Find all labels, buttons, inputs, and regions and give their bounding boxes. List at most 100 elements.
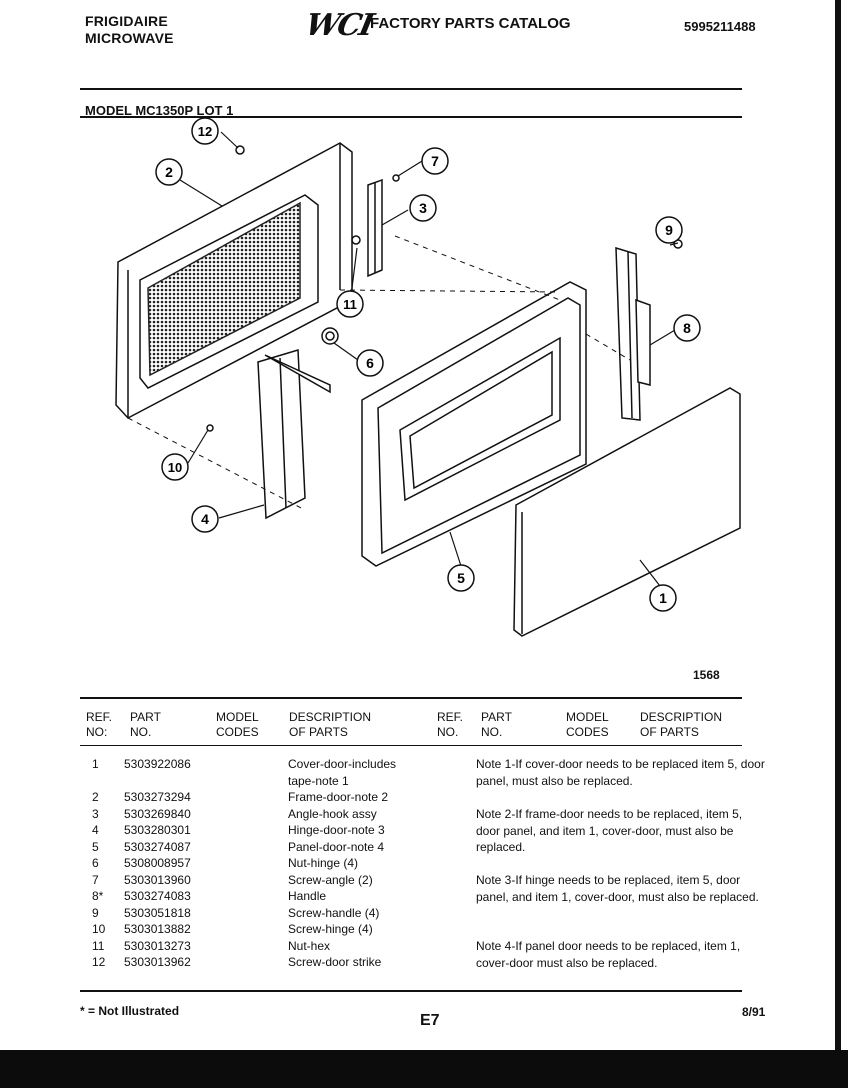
- header-right-ref-no: REF.NO.: [437, 710, 464, 739]
- table-row-desc: Nut-hex: [288, 938, 331, 953]
- table-row-part: 5303274087: [124, 839, 191, 854]
- callout-10: 10: [161, 453, 189, 481]
- table-row-part: 5303269840: [124, 806, 191, 821]
- svg-text:3: 3: [419, 200, 427, 216]
- table-row-part: 5303274083: [124, 889, 191, 903]
- svg-text:8: 8: [683, 320, 691, 336]
- hinge-nut-part: [321, 327, 339, 345]
- model-rule: [80, 116, 742, 118]
- svg-text:2: 2: [165, 164, 173, 180]
- table-row-desc: Screw-hinge (4): [288, 922, 373, 936]
- table-row-part: 5303051818: [124, 905, 191, 920]
- svg-text:5: 5: [457, 570, 465, 586]
- not-illustrated-legend: * = Not Illustrated: [80, 1004, 180, 1018]
- table-row-ref: 9: [92, 905, 99, 920]
- note-4: Note 4-If panel door needs to be replace…: [476, 939, 741, 970]
- callout-2: 2: [155, 158, 183, 186]
- svg-text:6: 6: [366, 355, 374, 371]
- header-ref-no: REF.NO:: [86, 710, 113, 739]
- hinge-nut-hole: [325, 331, 335, 341]
- product-type: MICROWAVE: [85, 30, 174, 46]
- table-row-part: 5303013960: [124, 872, 191, 887]
- table-row-desc: Handle: [288, 889, 327, 903]
- svg-text:9: 9: [665, 222, 673, 238]
- ref-column: 1 2 3 4 5 6 7 8* 9 10 11 12: [92, 756, 105, 971]
- door-panel-part: [361, 281, 587, 567]
- table-row-ref: 2: [92, 790, 99, 804]
- table-row-ref: 3: [92, 806, 99, 821]
- description-column: Cover-door-includes tape-note 1 Frame-do…: [288, 756, 396, 971]
- header-rule: [80, 88, 742, 90]
- table-row-desc: Screw-angle (2): [288, 872, 373, 887]
- table-row-desc: Angle-hook assy: [288, 806, 377, 821]
- brand-block: FRIGIDAIRE MICROWAVE: [85, 13, 174, 47]
- svg-text:12: 12: [198, 124, 212, 139]
- handle-part: [615, 246, 651, 421]
- callout-5: 5: [447, 564, 475, 592]
- svg-text:11: 11: [343, 297, 357, 312]
- table-row-desc: Panel-door-note 4: [288, 839, 385, 854]
- scan-border-bottom: [0, 1050, 848, 1088]
- callout-1: 1: [649, 584, 677, 612]
- callout-6: 6: [356, 349, 384, 377]
- hinge-screw-part: [206, 424, 214, 432]
- svg-text:4: 4: [201, 511, 209, 527]
- model-line: MODEL MC1350P LOT 1: [85, 103, 234, 118]
- table-row-ref: 5: [92, 839, 99, 854]
- part-column: 5303922086 5303273294 5303269840 5303280…: [124, 756, 191, 971]
- table-row-desc: Screw-handle (4): [288, 905, 380, 920]
- table-bottom-rule: [80, 990, 742, 992]
- table-row-ref: 1: [92, 757, 99, 771]
- callout-3: 3: [409, 194, 437, 222]
- table-row-ref: 10: [92, 922, 106, 936]
- table-row-ref: 7: [92, 872, 99, 887]
- page-number: E7: [420, 1012, 440, 1029]
- exploded-parts-diagram: 1 2 3 4 5 6 7 8 9 10 11 12: [115, 117, 741, 637]
- callout-8: 8: [673, 314, 701, 342]
- catalog-number: 5995211488: [684, 19, 756, 34]
- cover-door-part: [513, 387, 741, 637]
- table-row-part: 5303013882: [124, 922, 191, 936]
- table-row-desc: Frame-door-note 2: [288, 790, 389, 804]
- table-row-ref: 4: [92, 823, 99, 837]
- callout-12: 12: [191, 117, 219, 145]
- table-row-part: [124, 773, 191, 790]
- callout-9: 9: [655, 216, 683, 244]
- table-row-part: 5303273294: [124, 790, 191, 804]
- table-row-ref: [92, 773, 105, 790]
- table-row-part: 5303013962: [124, 955, 191, 969]
- table-row-ref: 8*: [92, 889, 104, 903]
- catalog-title: FACTORY PARTS CATALOG: [370, 15, 571, 32]
- note-1: Note 1-If cover-door needs to be replace…: [476, 757, 765, 788]
- table-row-part: 5308008957: [124, 856, 191, 870]
- callout-group: 1 2 3 4 5 6 7 8 9 10 11 12: [155, 117, 701, 612]
- svg-text:1: 1: [659, 590, 667, 606]
- table-row-ref: 6: [92, 856, 99, 870]
- table-row-part: 5303013273: [124, 938, 191, 953]
- table-top-rule: [80, 697, 742, 699]
- angle-hook-part: [367, 178, 383, 278]
- table-row-desc: Hinge-door-note 3: [288, 823, 385, 837]
- table-row-desc: Nut-hinge (4): [288, 856, 359, 870]
- callout-7: 7: [421, 147, 449, 175]
- svg-text:10: 10: [168, 460, 182, 475]
- callout-4: 4: [191, 505, 219, 533]
- svg-text:7: 7: [431, 153, 439, 169]
- table-row-ref: 12: [92, 955, 106, 969]
- table-row-desc: tape-note 1: [288, 773, 349, 788]
- table-row-ref: 11: [92, 938, 105, 953]
- brand-name: FRIGIDAIRE: [85, 13, 168, 29]
- scan-border-right: [835, 0, 841, 1052]
- door-strike-screw-part: [235, 145, 245, 155]
- note-2: Note 2-If frame-door needs to be replace…: [476, 807, 743, 854]
- frame-door-part: [115, 142, 353, 419]
- callout-11: 11: [336, 290, 364, 318]
- note-3: Note 3-If hinge needs to be replaced, it…: [476, 873, 759, 904]
- hex-nut-part: [351, 235, 361, 245]
- header-rule-bottom: [80, 745, 742, 746]
